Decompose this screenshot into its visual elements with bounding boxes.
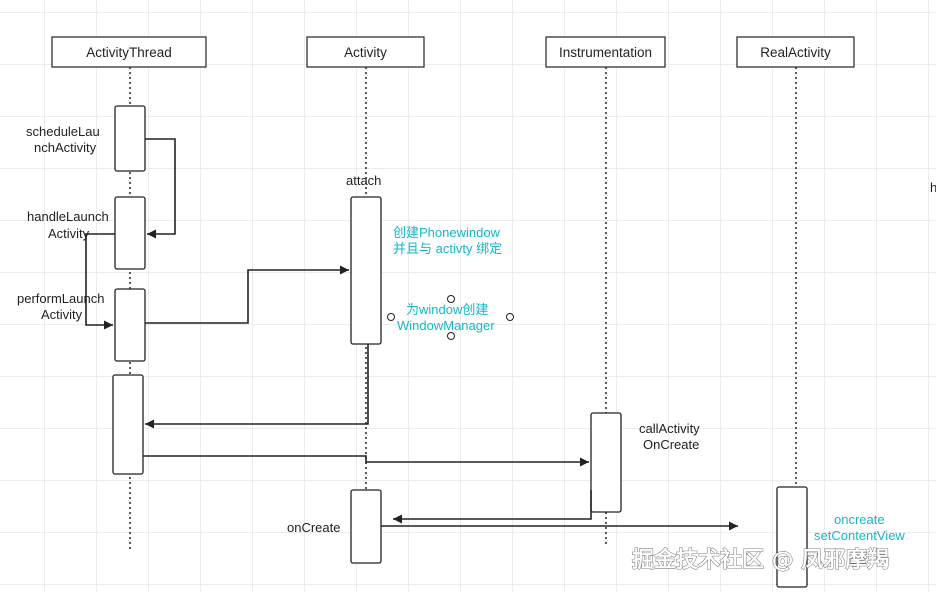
lifeline-title: Activity (344, 45, 387, 60)
lifeline-header-realactivity[interactable]: RealActivity (736, 36, 855, 68)
message-instrumentation-to-oncreate (393, 490, 592, 524)
label-perform-line1: performLaunch (17, 291, 104, 306)
label-schedule-line2: nchActivity (34, 140, 97, 155)
label-handle-line1: handleLaunch (27, 209, 109, 224)
label-edge-h: h (930, 180, 936, 195)
label-perform-line2: Activity (41, 307, 83, 322)
lifeline-title: ActivityThread (86, 45, 172, 60)
watermark: 掘金技术社区 @ 凤邪摩羯 (632, 547, 889, 573)
lifeline-title: Instrumentation (559, 45, 652, 60)
activation-attach[interactable] (350, 196, 382, 345)
note-realactivity-line1: oncreate (834, 512, 885, 527)
message-perform-to-attach (145, 265, 349, 324)
activation-realactivity[interactable] (776, 486, 808, 588)
lifeline-header-instrumentation[interactable]: Instrumentation (545, 36, 666, 68)
resize-handle-bottom[interactable] (447, 332, 455, 340)
note-windowmanager-line1: 为window创建 (406, 302, 488, 317)
activation-instrumentation[interactable] (590, 412, 622, 513)
note-windowmanager-line2: WindowManager (397, 318, 495, 333)
activation-handle[interactable] (114, 196, 146, 270)
lifeline-header-activity[interactable]: Activity (306, 36, 425, 68)
lifeline-title: RealActivity (760, 45, 831, 60)
label-handle-line2: Activity (48, 226, 90, 241)
activation-perform[interactable] (114, 288, 146, 362)
message-to-instrumentation (143, 455, 589, 467)
activation-return[interactable] (112, 374, 144, 475)
label-schedule-line1: scheduleLau (26, 124, 100, 139)
label-attach: attach (346, 173, 381, 188)
resize-handle-left[interactable] (387, 313, 395, 321)
activation-schedule[interactable] (114, 105, 146, 172)
message-attach-return (145, 344, 369, 429)
message-schedule-to-handle (145, 138, 176, 239)
note-windowmanager[interactable]: 为window创建 WindowManager (387, 295, 514, 340)
label-oncreate: onCreate (287, 520, 340, 535)
label-call-line2: OnCreate (643, 437, 699, 452)
message-handle-to-perform (85, 233, 115, 330)
activation-oncreate[interactable] (350, 489, 382, 564)
note-phonewindow-line1: 创建Phonewindow (393, 225, 501, 240)
note-phonewindow-line2: 并且与 activty 绑定 (393, 241, 502, 256)
note-realactivity-line2: setContentView (814, 528, 905, 543)
label-call-line1: callActivity (639, 421, 700, 436)
resize-handle-top[interactable] (447, 295, 455, 303)
lifeline-header-activitythread[interactable]: ActivityThread (51, 36, 207, 68)
resize-handle-right[interactable] (506, 313, 514, 321)
